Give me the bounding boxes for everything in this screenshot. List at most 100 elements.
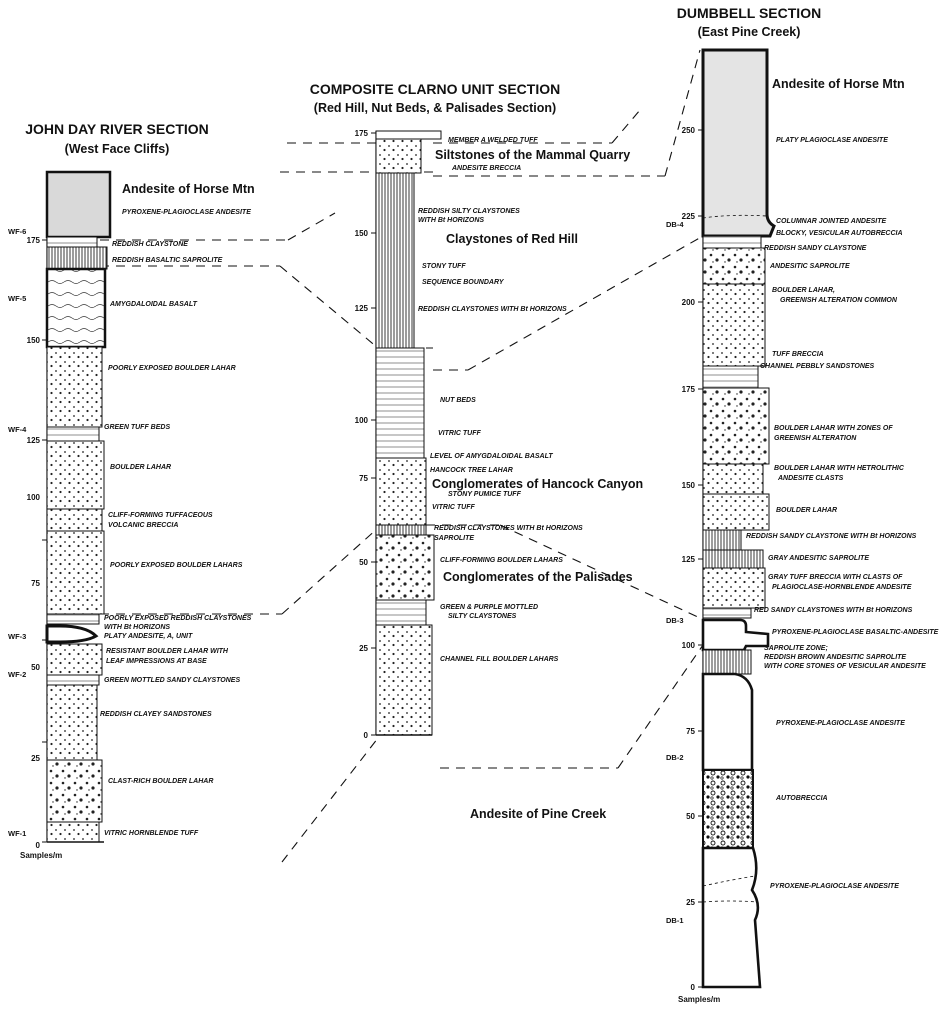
jd-label-platy: PLATY ANDESITE, A, UNIT (104, 633, 193, 640)
cc-label-level: LEVEL OF AMYGDALOIDAL BASALT (430, 453, 553, 460)
db-tick-0: 0 (691, 983, 696, 992)
db-label-blocky: BLOCKY, VESICULAR AUTOBRECCIA (776, 230, 903, 237)
db-axis-label: Samples/m (678, 995, 720, 1004)
cc-label-silty2: WITH Bt HORIZONS (418, 217, 484, 224)
db-ticks (698, 129, 703, 988)
cc-big-mammal: Siltstones of the Mammal Quarry (435, 148, 630, 162)
cc-label-reddish-bt: REDDISH CLAYSTONES WITH Bt HORIZONS (418, 306, 567, 313)
cc-tick-175: 175 (355, 129, 369, 138)
db-label-zones1: BOULDER LAHAR WITH ZONES OF (774, 425, 893, 432)
db-label-zones2: GREENISH ALTERATION (774, 435, 857, 442)
jd-ticks (42, 239, 47, 843)
db-label-red-sandy: RED SANDY CLAYSTONES WITH Bt HORIZONS (754, 607, 913, 614)
cc-label-green-purple2: SILTY CLAYSTONES (448, 613, 517, 620)
db-unit-pyroxene-andesite2 (701, 846, 762, 989)
cc-unit-hancock (375, 457, 427, 526)
jd-unit-basalt (45, 267, 107, 349)
db-tick-225: 225 (682, 212, 696, 221)
jd-unit-green-tuff (46, 426, 100, 442)
db-label-sandy: REDDISH SANDY CLAYSTONE (764, 245, 867, 252)
dumbbell-column: 250 225 200 175 150 125 100 75 50 25 0 D… (666, 48, 939, 1004)
db-tick-100: 100 (682, 641, 696, 650)
jd-unit-poorly-lahar (46, 346, 103, 428)
db-label-columnar: COLUMNAR JOINTED ANDESITE (776, 218, 887, 225)
db-tick-125: 125 (682, 555, 696, 564)
jd-unit-poorly-lahars (46, 530, 105, 615)
jd-tick-125: 125 (27, 436, 41, 445)
jd-axis-label: Samples/m (20, 851, 62, 860)
cc-label-hancock-tree: HANCOCK TREE LAHAR (430, 467, 513, 474)
db-label-channel: CHANNEL PEBBLY SANDSTONES (760, 363, 875, 370)
db-tick-25: 25 (686, 898, 695, 907)
cc-label-vitric: VITRIC TUFF (438, 430, 481, 437)
jd-label-cliff1: CLIFF-FORMING TUFFACEOUS (108, 512, 213, 519)
cc-unit-mammal-siltstones (375, 138, 422, 174)
jd-unit-platy-andesite (45, 624, 99, 644)
cc-big-red-hill: Claystones of Red Hill (446, 232, 578, 246)
cc-tick-75: 75 (359, 474, 368, 483)
db-unit-pyroxene-andesite (701, 672, 754, 772)
jd-unit-vitric-tuff (46, 821, 100, 843)
jd-tick-150: 150 (27, 336, 41, 345)
cc-tick-50: 50 (359, 558, 368, 567)
jd-label-clast: CLAST-RICH BOULDER LAHAR (108, 778, 213, 785)
jd-tick-0: 0 (36, 841, 41, 850)
db-label-hetro1: BOULDER LAHAR WITH HETROLITHIC (774, 465, 905, 472)
db-unit-zones-lahar (702, 387, 770, 465)
jd-unit-claystone (46, 236, 98, 248)
jd-label-green-tuff: GREEN TUFF BEDS (104, 424, 170, 431)
jd-unit-andesite (45, 170, 112, 239)
jd-unit-clayey-sandstones (46, 684, 98, 761)
db-unit-andesite-horse (701, 48, 776, 238)
jd-tick-50: 50 (31, 663, 40, 672)
cc-tick-25: 25 (359, 644, 368, 653)
cc-label-channel: CHANNEL FILL BOULDER LAHARS (440, 656, 559, 663)
db-label-boulder3: BOULDER LAHAR (776, 507, 837, 514)
cc-label-saprolite: SAPROLITE (434, 535, 474, 542)
jd-sample-wf5: WF-5 (8, 294, 26, 303)
db-unit-gray-tuff-breccia (702, 567, 766, 609)
db-unit-saprolite-zone (702, 649, 752, 675)
db-tick-250: 250 (682, 126, 696, 135)
cc-big-hancock: Conglomerates of Hancock Canyon (432, 477, 643, 491)
db-tick-175: 175 (682, 385, 696, 394)
db-label-reddish-bt: REDDISH SANDY CLAYSTONE WITH Bt HORIZONS (746, 533, 917, 540)
composite-column: 175 150 125 100 75 50 25 0 Siltstones of… (355, 129, 644, 821)
jd-label-boulder: BOULDER LAHAR (110, 464, 171, 471)
cc-label-silty1: REDDISH SILTY CLAYSTONES (418, 208, 520, 215)
db-unit-andesitic-saprolite (702, 247, 766, 285)
db-unit-tuff-breccia (702, 365, 759, 389)
cc-tick-100: 100 (355, 416, 369, 425)
db-tick-50: 50 (686, 812, 695, 821)
jd-sample-wf6: WF-6 (8, 227, 26, 236)
jd-tick-75: 75 (31, 579, 40, 588)
db-label-pyro-bas: PYROXENE-PLAGIOCLASE BASALTIC-ANDESITE (772, 629, 939, 636)
cc-tick-150: 150 (355, 229, 369, 238)
db-label-boulder2: GREENISH ALTERATION COMMON (780, 297, 898, 304)
db-unit-name: Andesite of Horse Mtn (772, 77, 905, 91)
jd-label-poorly3b: WITH Bt HORIZONS (104, 624, 170, 631)
jd-sample-wf4: WF-4 (8, 425, 27, 434)
db-label-boulder1: BOULDER LAHAR, (772, 287, 835, 294)
db-sample-db2: DB-2 (666, 753, 684, 762)
jd-tick-25: 25 (31, 754, 40, 763)
db-unit-red-sandy (702, 607, 752, 619)
cc-unit-channel-fill (375, 624, 433, 736)
cc-tick-125: 125 (355, 304, 369, 313)
db-sample-db4: DB-4 (666, 220, 684, 229)
db-label-andesitic: ANDESITIC SAPROLITE (769, 263, 850, 270)
db-tick-200: 200 (682, 298, 696, 307)
cc-tick-0: 0 (364, 731, 369, 740)
jd-label-poorly3a: POORLY EXPOSED REDDISH CLAYSTONES (104, 615, 252, 622)
composite-subtitle: (Red Hill, Nut Beds, & Palisades Section… (314, 101, 556, 115)
db-label-auto: AUTOBRECCIA (775, 795, 828, 802)
jd-unit-saprolite (46, 246, 108, 270)
db-label-tuff: TUFF BRECCIA (772, 351, 824, 358)
jd-label-resistant1: RESISTANT BOULDER LAHAR WITH (106, 648, 229, 655)
jd-sample-wf3: WF-3 (8, 632, 26, 641)
jd-unit-resistant-lahar (46, 643, 103, 676)
db-sample-db3: DB-3 (666, 616, 684, 625)
db-label-sap2: REDDISH BROWN ANDESITIC SAPROLITE (764, 654, 906, 661)
